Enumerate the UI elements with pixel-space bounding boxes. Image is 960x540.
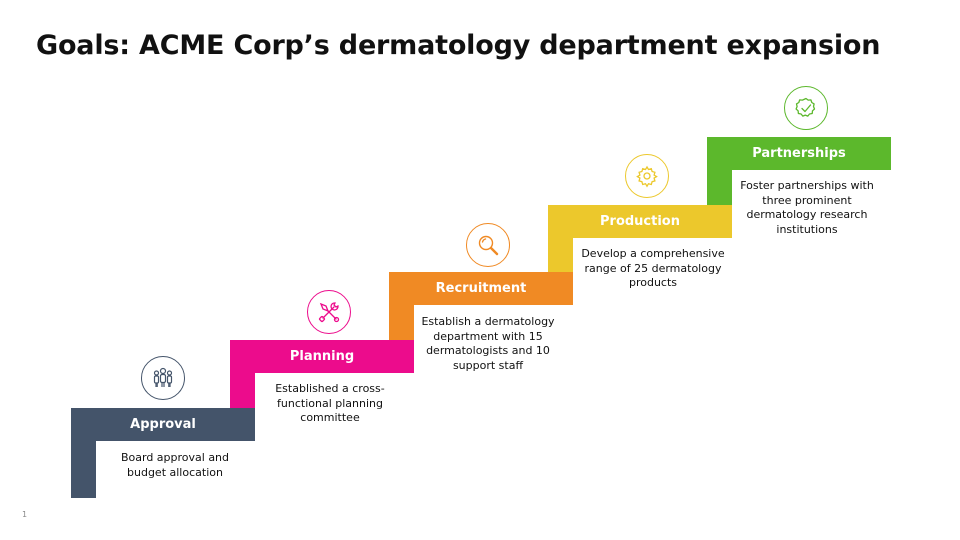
slide-title: Goals: ACME Corp’s dermatology departmen…	[36, 30, 881, 61]
step-planning-bar: Planning	[230, 340, 414, 373]
step-approval-title: Approval	[130, 417, 196, 432]
step-partnerships-riser	[707, 170, 732, 205]
step-partnerships-title: Partnerships	[752, 146, 846, 161]
step-approval-riser	[71, 441, 96, 498]
page-number: 1	[22, 510, 28, 519]
step-planning-description: Established a cross-functional planning …	[275, 382, 385, 424]
step-partnerships-icon	[784, 86, 828, 130]
step-production-bar: Production	[548, 205, 732, 238]
step-approval-bar: Approval	[71, 408, 255, 441]
step-recruitment-bar: Recruitment	[389, 272, 573, 305]
step-recruitment-riser	[389, 305, 414, 340]
gear-icon	[636, 165, 658, 188]
step-partnerships-description: Foster partnerships with three prominent…	[740, 179, 874, 236]
magnifier-icon	[478, 235, 499, 256]
step-production-riser	[548, 238, 573, 272]
step-recruitment-description: Establish a dermatology department with …	[421, 315, 555, 372]
step-recruitment-icon	[466, 223, 510, 267]
team-icon	[153, 367, 173, 387]
step-planning-riser	[230, 373, 255, 408]
step-partnerships-bar: Partnerships	[707, 137, 891, 170]
check-badge-icon	[795, 97, 816, 117]
step-approval-icon	[141, 356, 185, 400]
step-production-description: Develop a comprehensive range of 25 derm…	[581, 247, 725, 289]
step-planning-icon	[307, 290, 351, 334]
step-production-icon	[625, 154, 669, 198]
step-recruitment-title: Recruitment	[435, 281, 527, 296]
step-approval-description: Board approval and budget allocation	[120, 451, 230, 479]
tools-icon	[318, 302, 340, 323]
step-planning-title: Planning	[289, 349, 355, 364]
step-production-title: Production	[600, 214, 680, 229]
